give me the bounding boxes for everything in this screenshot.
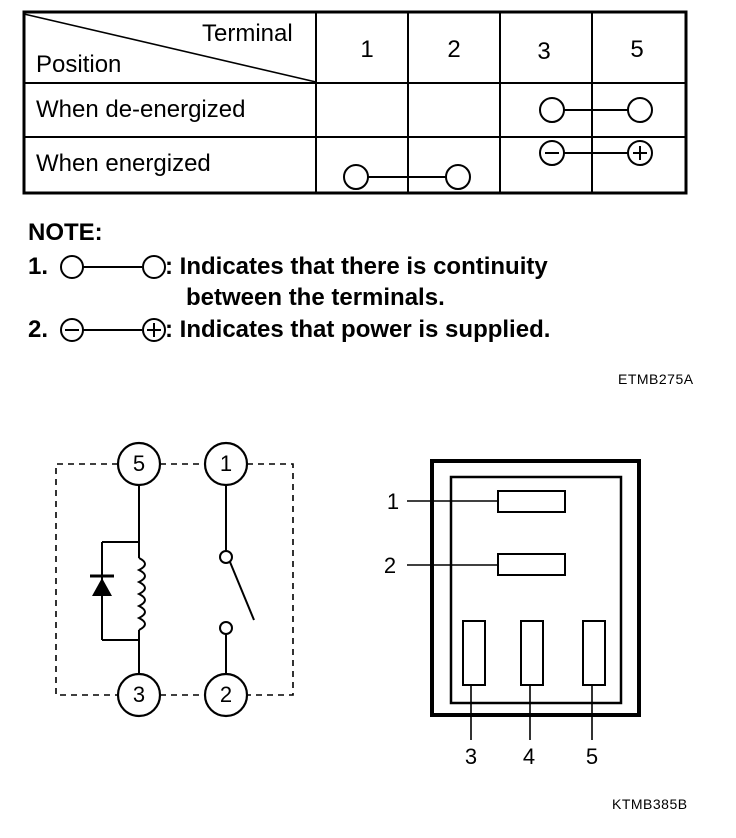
connector-face: [407, 459, 641, 740]
terminal-1-circle: [203, 441, 249, 487]
terminal-2-circle: [203, 672, 249, 718]
pin-label-5: 5: [585, 744, 599, 769]
column-header-2: 2: [447, 36, 461, 63]
terminal-5-circle: [116, 441, 162, 487]
continuity-legend-icon: [60, 255, 166, 279]
row-label-energized: When energized: [36, 150, 211, 177]
pin-label-2: 2: [383, 553, 397, 578]
terminal-2-label: 2: [219, 682, 233, 707]
figure-code-top: ETMB275A: [618, 371, 694, 387]
terminal-1-label: 1: [219, 451, 233, 476]
note-2-text: : Indicates that power is supplied.: [165, 316, 551, 343]
figure-code-bottom: KTMB385B: [612, 796, 688, 812]
pin-label-3: 3: [464, 744, 478, 769]
note-1-text: : Indicates that there is continuity: [165, 253, 548, 280]
column-header-5: 5: [630, 36, 644, 63]
terminal-table-lines: [22, 10, 688, 195]
relay-schematic: [55, 441, 294, 718]
pin-label-4: 4: [522, 744, 536, 769]
note-1-number: 1.: [28, 253, 49, 280]
pin-label-1: 1: [386, 489, 400, 514]
power-symbol-3-5: [539, 140, 653, 166]
column-header-3: 3: [537, 38, 551, 65]
note-2-number: 2.: [28, 316, 49, 343]
continuity-symbol-1-2: [343, 164, 471, 190]
terminal-3-circle: [116, 672, 162, 718]
terminal-3-label: 3: [132, 682, 146, 707]
note-title: NOTE:: [28, 219, 103, 246]
header-terminal: Terminal: [202, 20, 293, 47]
row-label-de-energized: When de-energized: [36, 96, 246, 123]
note-1-text-line2: between the terminals.: [186, 284, 445, 311]
terminal-5-label: 5: [132, 451, 146, 476]
continuity-symbol-3-5: [539, 97, 653, 123]
header-position: Position: [36, 51, 122, 78]
column-header-1: 1: [360, 36, 374, 63]
power-legend-icon: [60, 318, 166, 342]
